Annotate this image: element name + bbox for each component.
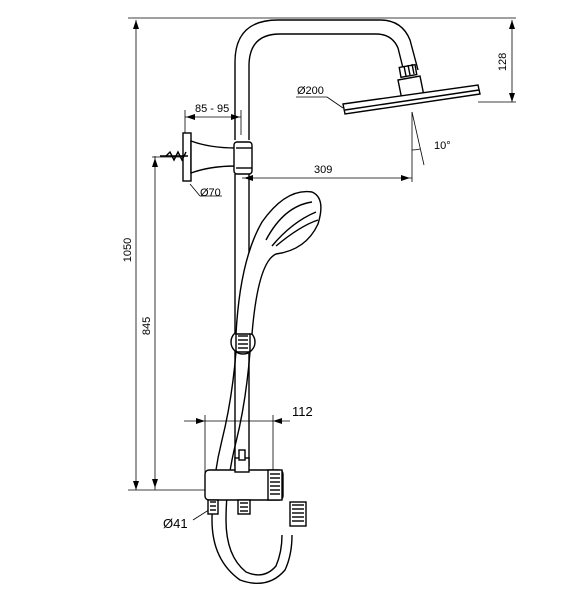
bracket-offset-label: 85 - 95 [195,103,229,115]
hand-shower [235,190,322,335]
wall-bracket [182,132,253,182]
head-drop-label: 128 [497,53,509,71]
inlet-connectors [207,499,251,515]
overhead-shower-head [342,84,481,115]
hose-nut [289,501,307,527]
head-reach-label: 309 [314,164,332,176]
valve-diameter-label: Ø41 [163,516,188,531]
shower-head-connector [397,63,425,101]
head-diameter-label: Ø200 [297,85,324,97]
head-tilt-label: 10° [434,140,451,152]
overhead-pipe [234,19,419,140]
wall-screw [160,150,188,162]
dimension-lines [128,17,516,521]
shower-hose [211,351,293,584]
valve-depth-label: 112 [292,404,313,419]
outlet-height-label: 845 [141,317,153,335]
mixer-valve [204,449,284,501]
bracket-diameter-label: Ø70 [200,187,221,199]
total-height-label: 1050 [122,238,134,262]
